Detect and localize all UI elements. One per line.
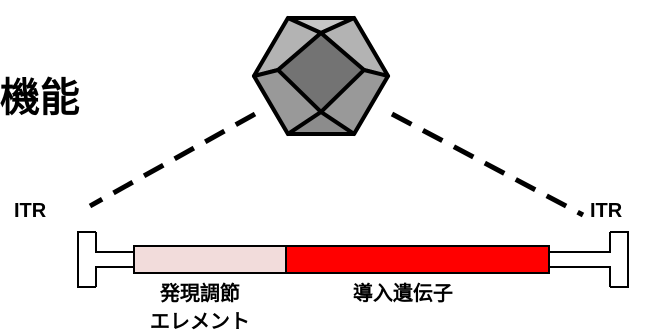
regulatory-element-box	[133, 245, 287, 274]
regulatory-element-label-line1: 発現調節	[160, 281, 240, 305]
itr-right-label: ITR	[590, 200, 623, 222]
right-dashed-line	[390, 111, 585, 218]
transgene-box	[285, 245, 550, 274]
right-itr-hairpin	[549, 231, 629, 288]
capsid-icosahedron-icon	[252, 16, 390, 136]
itr-left-label: ITR	[14, 200, 47, 222]
left-dashed-line	[88, 111, 257, 209]
regulatory-element-label-line2: エレメント	[150, 309, 250, 333]
page-title: 機能	[0, 75, 80, 121]
transgene-label: 導入遺伝子	[353, 281, 453, 305]
left-itr-hairpin	[77, 231, 134, 288]
